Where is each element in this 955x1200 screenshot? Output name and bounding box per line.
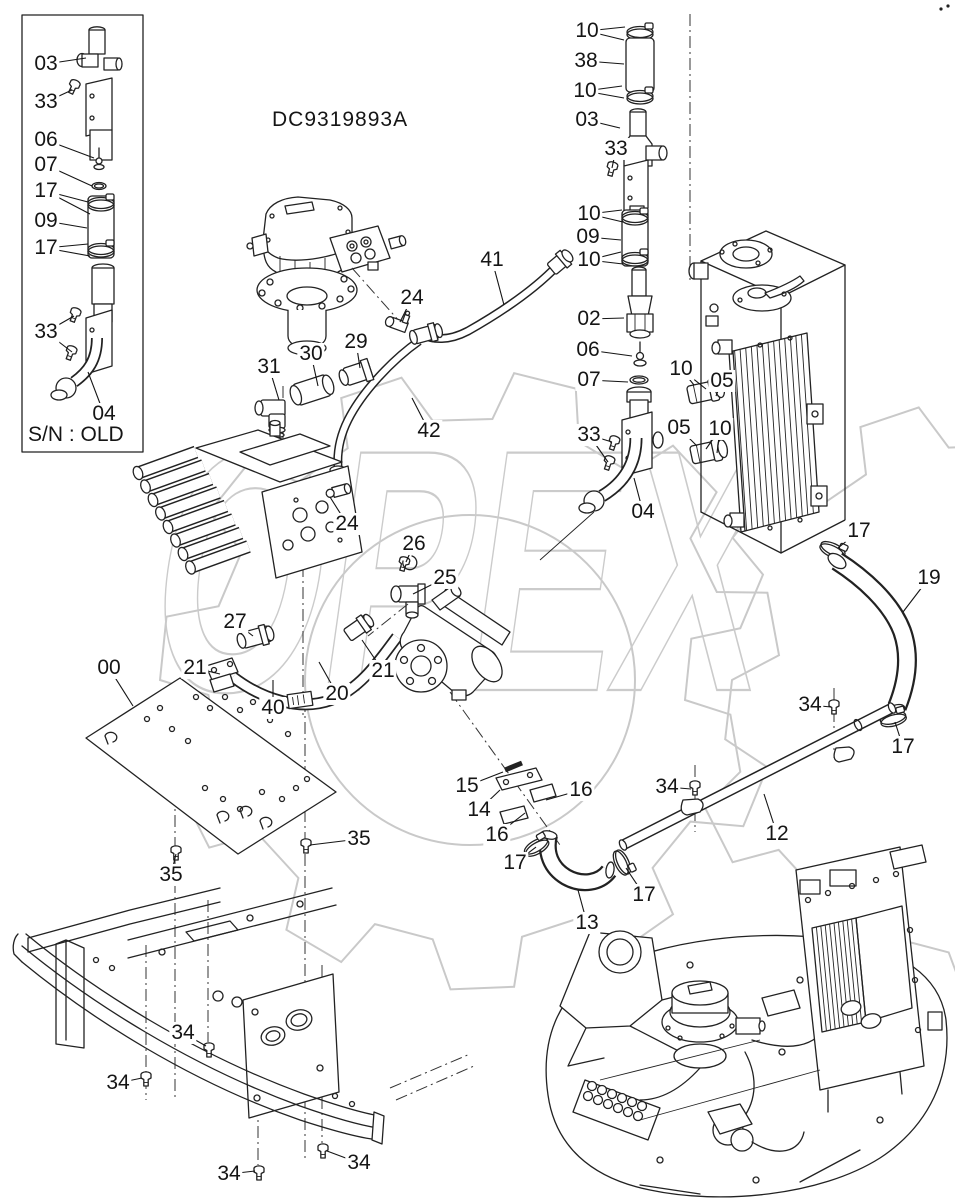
upper-frame-drawing	[546, 845, 947, 1197]
oil-cooler-drawing	[712, 333, 850, 563]
front-frame-drawing	[13, 888, 474, 1181]
inset-old-assembly-drawing	[22, 15, 143, 452]
return-pipe-12-drawing	[618, 688, 897, 851]
sleeve-30	[288, 373, 337, 408]
fitting-21-right	[342, 611, 376, 643]
return-pipe-parts-drawing	[540, 14, 730, 560]
fitting-24-valve	[325, 483, 352, 499]
fitting-21-left	[206, 658, 238, 692]
suction-hose-13-drawing	[450, 692, 638, 882]
control-valve-drawing	[131, 421, 362, 717]
ink-speck	[939, 7, 943, 11]
inset-caption: S/N : OLD	[28, 423, 124, 447]
return-hose-19-drawing	[825, 550, 907, 730]
elbow-25	[391, 584, 425, 618]
pilot-hoses-drawing	[255, 246, 576, 480]
ink-speck	[946, 4, 950, 8]
fitting-29	[337, 359, 374, 390]
swing-motor-drawing	[247, 197, 407, 440]
watermark-text: OPEX	[132, 379, 797, 764]
document-code: DC9319893A	[272, 108, 409, 132]
